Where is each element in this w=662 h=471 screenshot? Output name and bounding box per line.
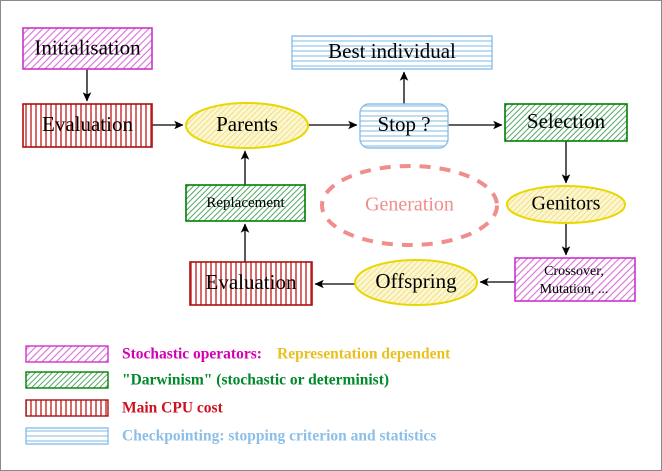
generation-label: Generation: [365, 194, 454, 216]
generation-ellipse-shape: [320, 164, 499, 247]
node-variation[interactable]: Crossover, Mutation, ...: [514, 257, 636, 302]
legend-label-stochastic: Stochastic operators:: [122, 346, 262, 363]
offspring-label: Offspring: [375, 269, 457, 293]
best-individual-label: Best individual: [328, 39, 456, 63]
variation-label-line1: Crossover,: [544, 264, 604, 279]
node-generation[interactable]: Generation: [320, 164, 499, 247]
node-evaluation-bot[interactable]: Evaluation: [189, 261, 313, 306]
node-genitors[interactable]: Genitors: [506, 185, 626, 224]
selection-label: Selection: [527, 109, 606, 133]
node-best-individual[interactable]: Best individual: [291, 35, 493, 70]
legend-item-stochastic[interactable]: Stochastic operators: Representation dep…: [25, 345, 451, 363]
selection-box-shape: [504, 103, 628, 142]
legend-item-darwinism[interactable]: "Darwinism" (stochastic or determinist): [25, 371, 389, 389]
evaluation-bot-label: Evaluation: [206, 270, 297, 294]
legend-label-checkpointing: Checkpointing: stopping criterion and st…: [122, 428, 436, 445]
replacement-label: Replacement: [206, 195, 285, 211]
node-evaluation-top[interactable]: Evaluation: [22, 103, 153, 148]
node-initialisation[interactable]: Initialisation: [22, 27, 153, 70]
stop-label: Stop ?: [377, 112, 430, 136]
legend-item-cpu[interactable]: Main CPU cost: [25, 399, 224, 417]
variation-label-line2: Mutation, ...: [540, 282, 609, 297]
best-individual-box-shape: [291, 35, 493, 70]
genitors-label: Genitors: [532, 193, 601, 215]
legend-swatch-cpu: [25, 399, 109, 417]
stop-box-shape: [359, 103, 449, 149]
legend-item-checkpointing[interactable]: Checkpointing: stopping criterion and st…: [25, 427, 436, 445]
variation-box-shape: [514, 257, 636, 302]
initialisation-box-shape: [22, 27, 153, 70]
parents-ellipse-shape: [185, 102, 309, 149]
legend-swatch-stochastic: [25, 345, 109, 363]
parents-label: Parents: [216, 112, 278, 136]
node-parents[interactable]: Parents: [185, 102, 309, 149]
node-replacement[interactable]: Replacement: [185, 184, 306, 222]
evaluation-bot-box-shape: [189, 261, 313, 306]
edge-layer: [82, 69, 571, 289]
replacement-box-shape: [185, 184, 306, 222]
legend: Stochastic operators: Representation dep…: [25, 345, 451, 445]
genitors-ellipse-shape: [506, 185, 626, 224]
offspring-ellipse-shape: [354, 259, 478, 306]
legend-swatch-darwinism: [25, 371, 109, 389]
legend-label-cpu: Main CPU cost: [122, 400, 224, 417]
node-selection[interactable]: Selection: [504, 103, 628, 142]
legend-label-darwinism: "Darwinism" (stochastic or determinist): [122, 372, 389, 389]
evaluation-top-box-shape: [22, 103, 153, 148]
legend-label-representation: Representation dependent: [277, 346, 451, 363]
evaluation-top-label: Evaluation: [42, 112, 133, 136]
legend-swatch-checkpointing: [25, 427, 109, 445]
node-stop[interactable]: Stop ?: [359, 103, 449, 149]
node-offspring[interactable]: Offspring: [354, 259, 478, 306]
initialisation-label: Initialisation: [34, 35, 141, 59]
